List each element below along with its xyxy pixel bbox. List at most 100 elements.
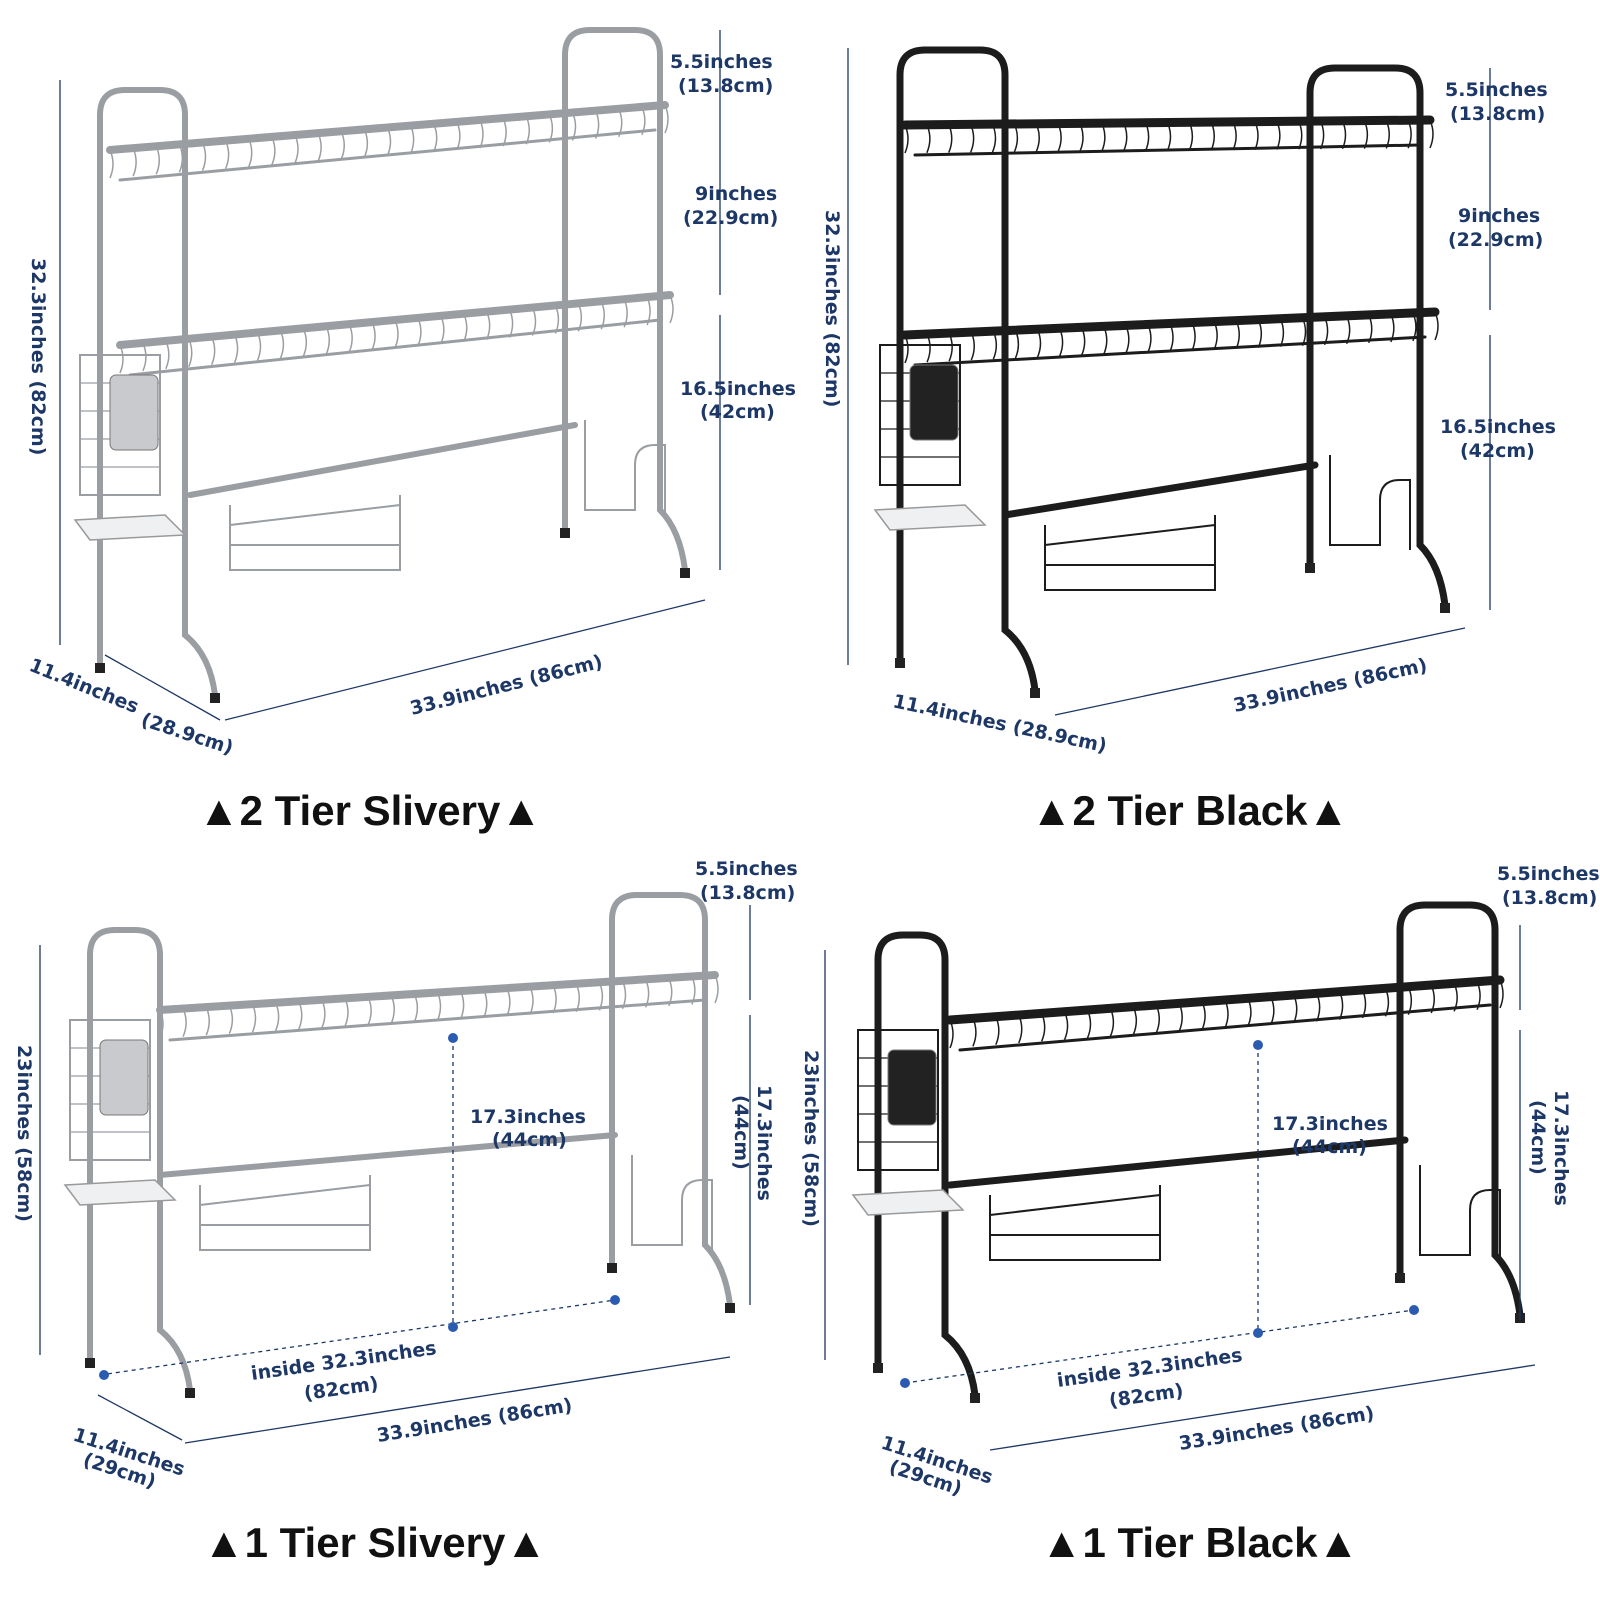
shelf-slot — [142, 342, 147, 372]
shelf-slot — [479, 119, 484, 149]
dim-shelf-gap: 9inches — [695, 183, 777, 205]
shelf-slot — [159, 1009, 164, 1039]
shelf-slot — [1178, 1003, 1183, 1032]
shelf-slot — [970, 331, 975, 361]
shelf-slot — [233, 334, 239, 363]
rack-illustration — [873, 46, 1450, 698]
dim-width: 33.9inches (86cm) — [375, 1394, 573, 1447]
shelf-slot — [508, 309, 514, 338]
dim-top-gap: 5.5inches — [695, 858, 798, 880]
shelf-slot — [390, 995, 395, 1024]
shelf-slot — [340, 130, 345, 160]
shelf-slot — [224, 140, 230, 169]
hanging-basket — [1044, 515, 1216, 591]
dim-lower-gap: 16.5inches — [1440, 416, 1556, 438]
side-basket — [69, 1019, 151, 1161]
dim-shelf-gap-cm: (22.9cm) — [683, 207, 778, 229]
shelf-slot — [664, 104, 669, 134]
shelf-slot — [525, 115, 530, 145]
shelf-slot — [165, 340, 170, 370]
shelf-slot — [1412, 312, 1417, 342]
shelf-slot — [969, 124, 975, 153]
shelf-slot — [552, 984, 557, 1014]
shelf-slot — [995, 1016, 1000, 1045]
shelf-slot — [1257, 319, 1263, 348]
rack-illustration — [63, 892, 735, 1398]
shelf-slot — [1293, 994, 1298, 1024]
shelf-slot — [1057, 123, 1062, 152]
dim-height: 32.3inches (82cm) — [821, 210, 843, 407]
shelf-slot — [1224, 999, 1229, 1029]
caption: ▲1 Tier Black▲ — [1041, 1519, 1359, 1566]
shelf-slot — [201, 142, 207, 171]
shelf-slot — [325, 325, 330, 355]
shelf-slot — [228, 1005, 234, 1034]
foot — [1395, 1273, 1405, 1283]
shelf-slot — [1169, 323, 1174, 352]
dim-inner-height: 17.3inches — [1272, 1113, 1388, 1135]
shelf-slot — [1035, 123, 1040, 153]
panel-1-tier-black: 5.5inches (13.8cm) 17.3inches (44cm) 17.… — [800, 863, 1600, 1566]
foot — [1030, 688, 1040, 698]
shelf-slot — [371, 321, 376, 351]
shelf-slot — [991, 123, 997, 153]
shelf-slot — [972, 1018, 977, 1047]
shelf-slot — [1476, 981, 1481, 1010]
shelf-slot — [251, 1003, 257, 1033]
shelf-slot — [1270, 996, 1275, 1025]
shelf-slot — [949, 1019, 954, 1049]
foot — [210, 693, 220, 703]
shelf-slot — [188, 338, 193, 368]
dim-depth: 11.4inches — [26, 654, 142, 718]
dim-top-gap: 5.5inches — [670, 51, 773, 73]
shelf-slot — [646, 296, 651, 326]
foot — [680, 568, 690, 578]
dim-top-gap-cm: (13.8cm) — [1450, 103, 1545, 125]
cutting-board-holder — [1329, 455, 1411, 550]
shelf-slot — [210, 336, 216, 365]
shelf-slot — [298, 1000, 303, 1030]
caption: ▲2 Tier Black▲ — [1031, 787, 1349, 834]
dim-inside-width-cm: (82cm) — [303, 1373, 380, 1405]
shelf-slot — [483, 989, 488, 1018]
shelf-slot — [1155, 1004, 1160, 1034]
shelf-slot — [623, 298, 628, 328]
shelf-slot — [459, 990, 465, 1020]
foot — [873, 1363, 883, 1373]
shelf-slot — [271, 136, 276, 166]
shelf-slot — [691, 976, 696, 1005]
shelf-slot — [1058, 327, 1064, 357]
lower-rail — [946, 1136, 1409, 1189]
shelf-slot — [1123, 122, 1128, 152]
dim-width: 33.9inches (86cm) — [1177, 1402, 1375, 1455]
shelf-slot — [1407, 119, 1412, 149]
lower-rail — [187, 422, 578, 498]
side-basket — [79, 354, 161, 496]
shelf-slot — [1103, 326, 1108, 355]
shelf-slot — [344, 998, 349, 1027]
sponge-tray — [63, 1179, 177, 1206]
hanging-basket — [229, 495, 401, 571]
dim-inner-height: 17.3inches — [470, 1106, 586, 1128]
shelf-slot — [1101, 122, 1106, 152]
dim-side-height: 17.3inches — [1550, 1090, 1572, 1206]
shelf-slot — [1018, 1014, 1023, 1044]
shelf-slot — [571, 112, 577, 141]
dim-inner-height-cm: (44cm) — [1292, 1136, 1367, 1158]
lower-rail — [1001, 461, 1319, 519]
shelf-slot — [1254, 121, 1259, 150]
dim-depth: 11.4inches (28.9cm) — [891, 690, 1109, 757]
cutting-board-holder — [631, 1155, 713, 1250]
shelf-slot — [1235, 320, 1240, 349]
back-frame — [1306, 64, 1449, 609]
cutting-board-holder — [584, 420, 666, 515]
shelf-slot — [1036, 328, 1042, 358]
shelf-slot — [463, 313, 468, 343]
shelf-slot — [1014, 329, 1020, 359]
dim-height: 32.3inches (82cm) — [27, 258, 49, 455]
shelf-slot — [1363, 120, 1369, 149]
front-frame — [896, 46, 1039, 694]
foot — [1440, 603, 1450, 613]
shelf-slot — [1080, 327, 1086, 356]
